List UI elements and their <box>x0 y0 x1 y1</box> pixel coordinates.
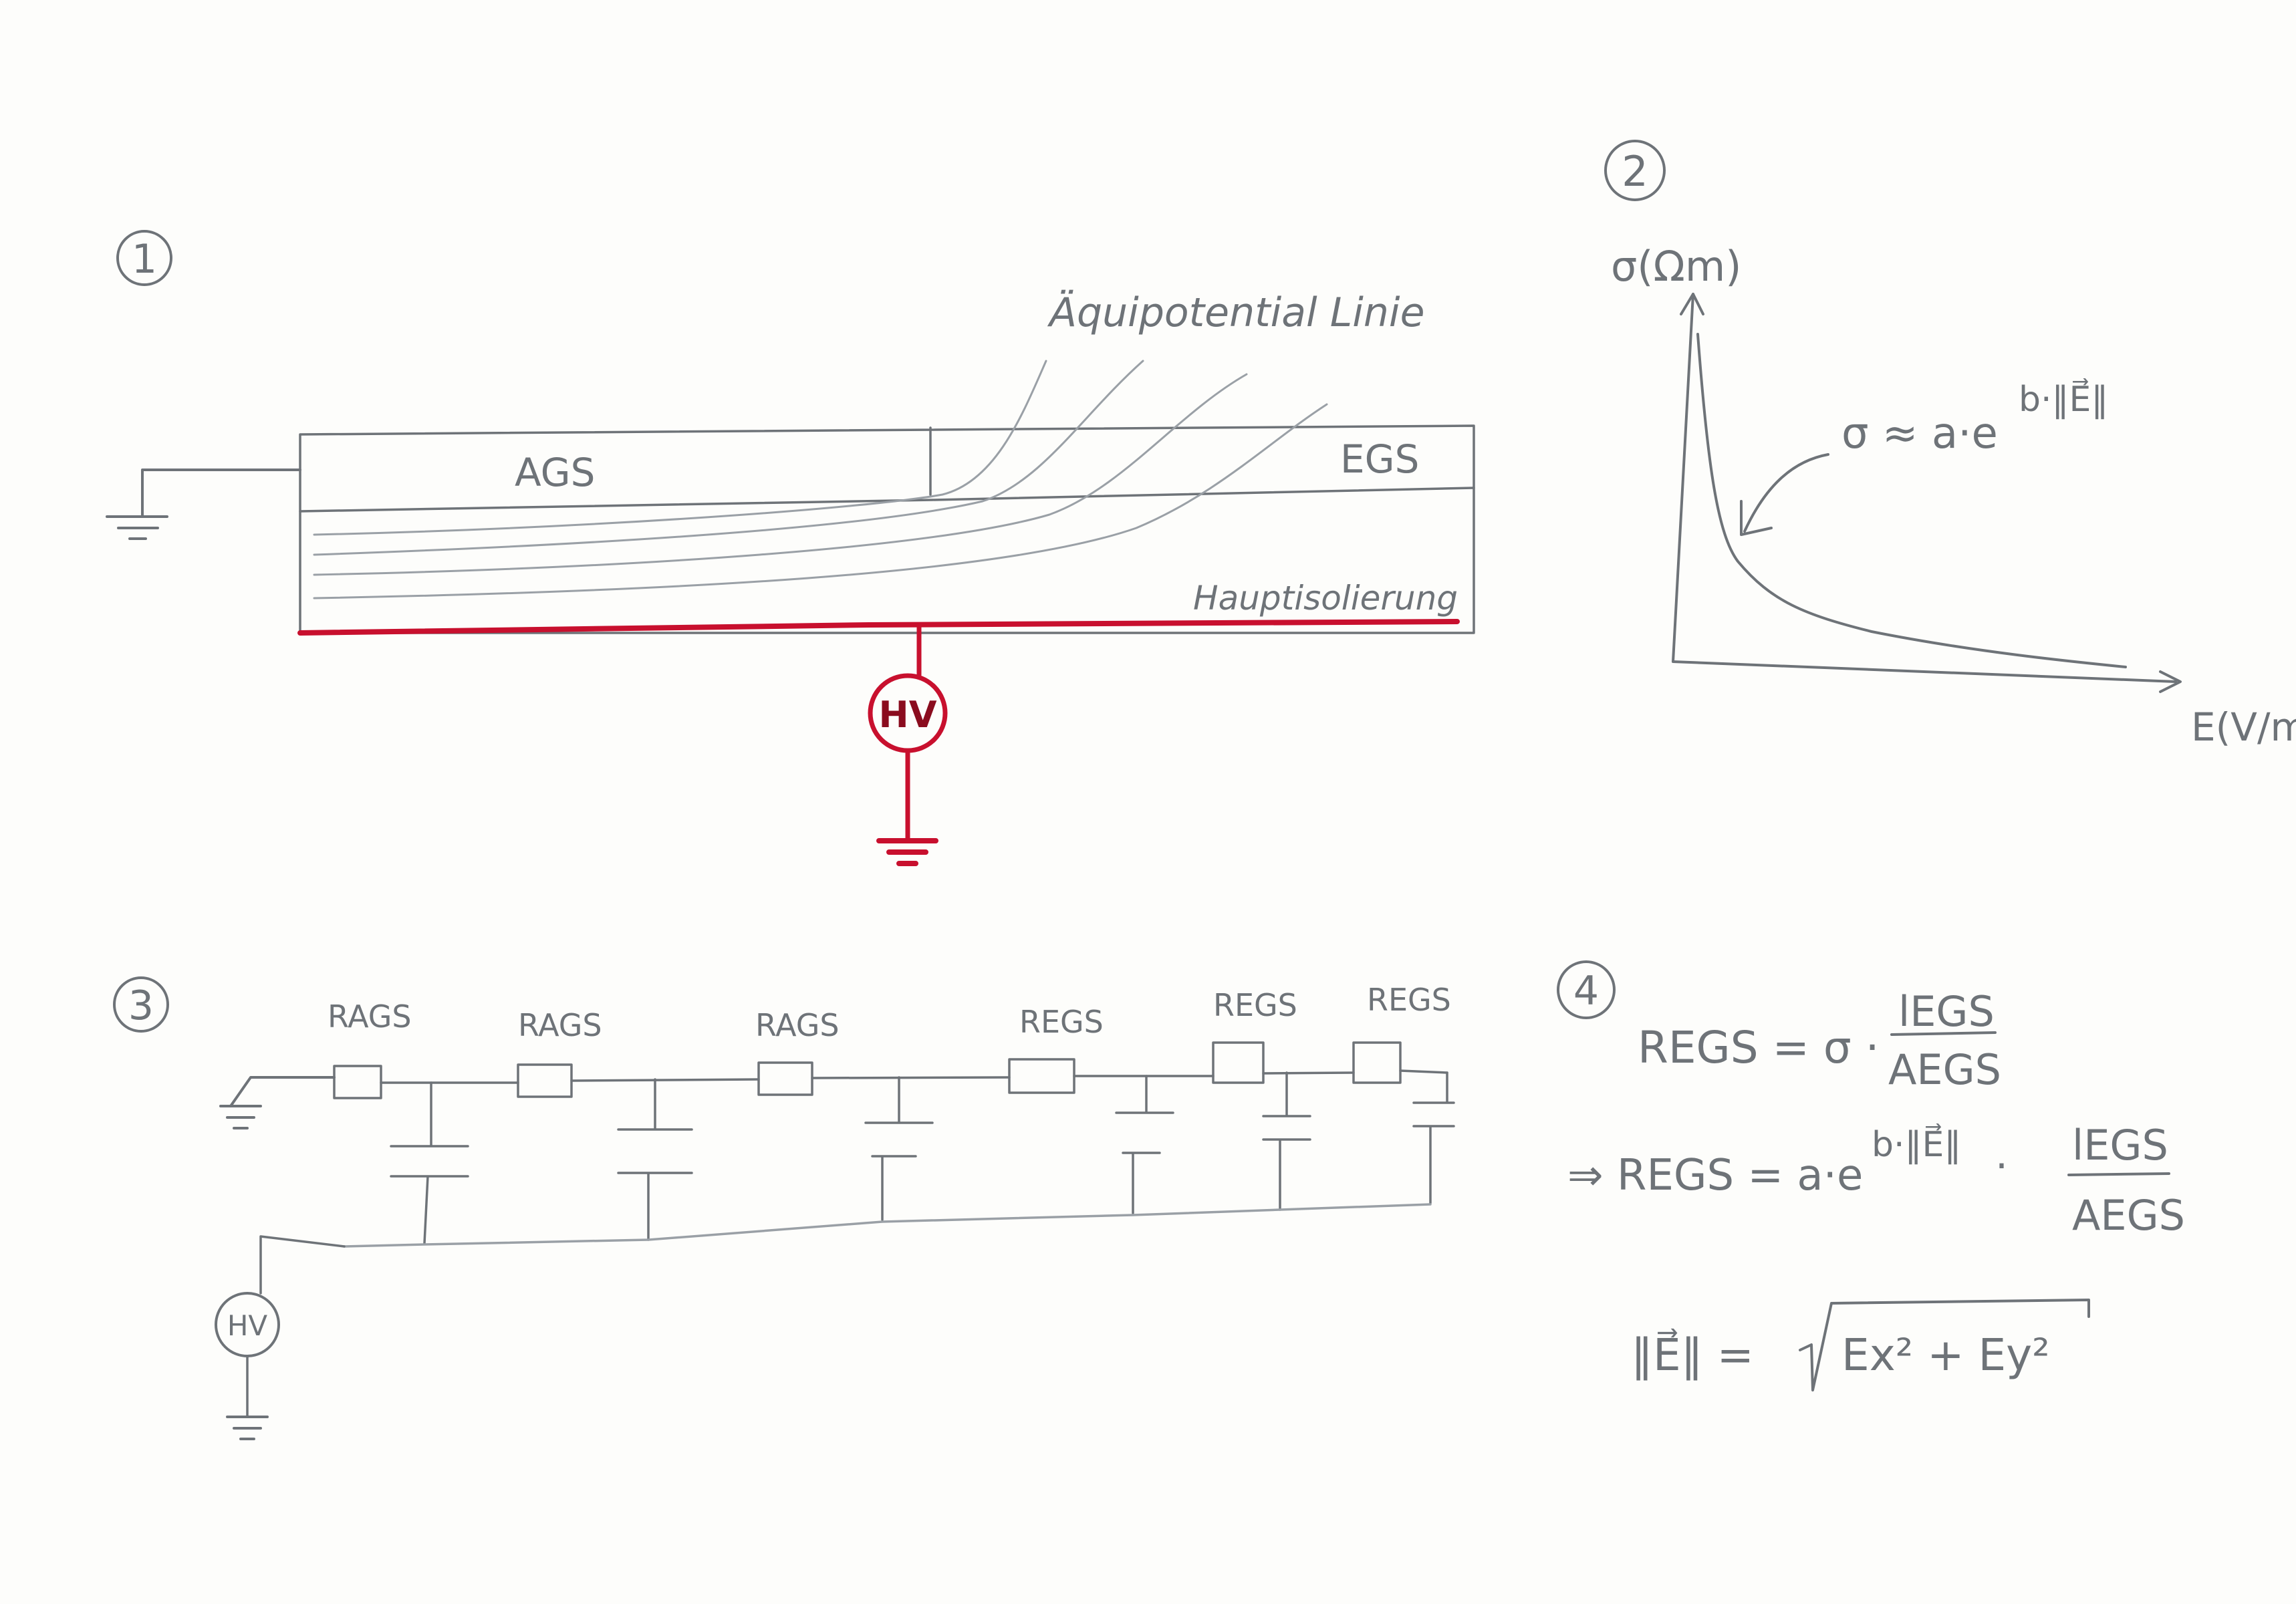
resistor-label-6: REGS <box>1367 982 1451 1018</box>
eq3-radicand: Ex² + Ey² <box>1841 1329 2050 1381</box>
equipotential-lines <box>313 360 1328 599</box>
panel-1-number-circle <box>116 230 172 286</box>
y-axis-label: σ(Ωm) <box>1611 242 1741 291</box>
eq2-exponent: b·‖E⃗‖ <box>1872 1123 1961 1165</box>
resistor-4 <box>1008 1058 1075 1094</box>
conductivity-formula: σ ≈ a·e <box>1841 409 1998 458</box>
panel-1: 1 AGS EGS Äquipotential Linie Hauptisoli… <box>106 230 1475 866</box>
panel-3: 3 RAGS RAGS RAGS REGS REGS REGS <box>113 976 1455 1440</box>
x-axis-label: E(V/m) <box>2191 704 2296 750</box>
panel-2: 2 σ(Ωm) E(V/m) σ ≈ a·e b·‖E⃗‖ <box>1604 140 2296 750</box>
panel-1-number: 1 <box>132 236 157 283</box>
resistor-label-1: RAGS <box>328 998 412 1035</box>
resistor-5 <box>1212 1041 1265 1084</box>
panel-3-number-circle <box>113 976 169 1033</box>
eq3-radical <box>1799 1299 2090 1391</box>
panel-2-number: 2 <box>1622 147 1648 196</box>
conductivity-curve <box>1696 333 2127 668</box>
panel-3-number: 3 <box>128 982 154 1029</box>
resistor-label-3: RAGS <box>755 1007 840 1043</box>
hv-source-ladder <box>215 1235 346 1440</box>
eq3-lhs: ‖E⃗‖ = <box>1631 1328 1754 1381</box>
conductivity-formula-exponent: b·‖E⃗‖ <box>2019 378 2108 420</box>
capacitor-5 <box>1262 1071 1311 1211</box>
resistor-label-2: RAGS <box>518 1007 602 1043</box>
hv-conductor <box>297 619 1460 866</box>
eq1-lhs: REGS = σ · <box>1638 1022 1880 1073</box>
resistor-3 <box>757 1061 813 1096</box>
resistor-2 <box>517 1063 573 1098</box>
capacitor-6 <box>1412 1071 1455 1204</box>
formula-pointer-arrow <box>1740 453 1829 536</box>
eq1-fraction-bar <box>1890 1031 1997 1036</box>
eq1-numerator: lEGS <box>1898 987 1995 1036</box>
resistor-label-5: REGS <box>1213 987 1297 1023</box>
ags-layer-label: AGS <box>515 450 595 495</box>
hv-source-label-ladder: HV <box>227 1309 268 1342</box>
eq2-lhs: ⇒ REGS = a·e <box>1567 1151 1863 1200</box>
resistor-chain <box>333 1041 1448 1099</box>
capacitor-3 <box>864 1076 934 1221</box>
egs-layer-label: EGS <box>1340 436 1419 482</box>
capacitor-array <box>390 1071 1455 1244</box>
capacitor-2 <box>617 1078 693 1241</box>
eq2-denominator: AEGS <box>2072 1191 2185 1240</box>
panel-4: 4 REGS = σ · lEGS AEGS ⇒ REGS = a·e b·‖E… <box>1557 960 2185 1391</box>
panel-4-number: 4 <box>1573 968 1599 1015</box>
capacitor-1 <box>390 1081 469 1244</box>
insulation-slab <box>299 424 1475 634</box>
resistor-6 <box>1352 1041 1402 1084</box>
plot-axes <box>1672 293 2182 693</box>
equipotential-label: Äquipotential Linie <box>1047 289 1425 336</box>
panel-4-number-circle <box>1557 960 1616 1019</box>
hv-source-label: HV <box>879 694 937 736</box>
ground-symbol-left <box>106 469 301 540</box>
ground-symbol-ladder <box>219 1076 336 1129</box>
bottom-rail <box>343 1203 1432 1248</box>
eq2-dot: · <box>1995 1143 2008 1190</box>
resistor-1 <box>333 1065 382 1099</box>
eq2-fraction-bar <box>2067 1172 2170 1176</box>
eq2-numerator: lEGS <box>2072 1121 2168 1170</box>
main-insulation-label: Hauptisolierung <box>1193 579 1458 618</box>
eq1-denominator: AEGS <box>1888 1045 2001 1094</box>
resistor-label-4: REGS <box>1019 1004 1104 1040</box>
panel-2-number-circle <box>1604 140 1666 201</box>
capacitor-4 <box>1115 1075 1174 1214</box>
